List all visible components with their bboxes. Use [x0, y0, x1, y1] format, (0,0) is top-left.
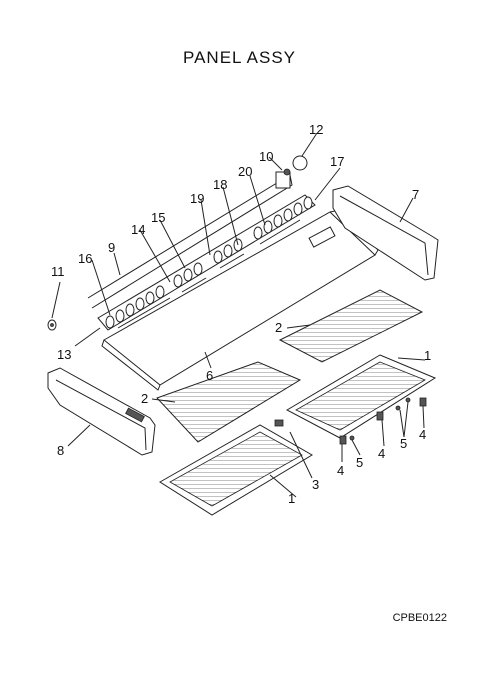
diagram-title: PANEL ASSY — [183, 48, 296, 67]
callout-15: 15 — [151, 210, 165, 225]
callout-7: 7 — [412, 187, 419, 202]
grille-right — [285, 354, 437, 439]
callout-5-b: 5 — [400, 436, 407, 451]
callout-3: 3 — [312, 477, 319, 492]
callout-1-right: 1 — [424, 348, 431, 363]
callout-4-c: 4 — [419, 427, 426, 442]
callout-18: 18 — [213, 177, 227, 192]
grille-left — [159, 424, 313, 516]
leader-lines — [51, 132, 426, 498]
louver-bar-part — [87, 174, 316, 331]
callout-11: 11 — [51, 264, 65, 279]
motor-part — [275, 155, 308, 189]
callout-12: 12 — [309, 122, 323, 137]
side-cover-left — [47, 367, 156, 456]
callout-13: 13 — [57, 347, 71, 362]
callout-10: 10 — [259, 149, 273, 164]
main-panel-part — [101, 209, 379, 391]
callout-19: 19 — [190, 191, 204, 206]
part-11-clip — [47, 319, 57, 331]
louver-row — [105, 196, 313, 329]
callout-14: 14 — [131, 222, 145, 237]
callout-9: 9 — [108, 240, 115, 255]
callout-20: 20 — [238, 164, 252, 179]
filter-upper — [278, 289, 424, 363]
document-code: CPBE0122 — [392, 612, 447, 624]
side-cover-right — [332, 185, 439, 281]
callout-4-a: 4 — [337, 463, 344, 478]
callout-4-b: 4 — [378, 446, 385, 461]
callout-8: 8 — [57, 443, 64, 458]
callout-labels: 1 1 2 2 3 4 4 4 5 5 6 7 8 9 10 11 12 13 … — [51, 122, 431, 506]
hinge-parts — [274, 397, 427, 445]
callout-17: 17 — [330, 154, 344, 169]
callout-1-left: 1 — [288, 491, 295, 506]
callout-6: 6 — [206, 368, 213, 383]
callout-2-lower: 2 — [141, 391, 148, 406]
callout-5-a: 5 — [356, 455, 363, 470]
filter-lower — [156, 361, 302, 443]
callout-16: 16 — [78, 251, 92, 266]
callout-2-upper: 2 — [275, 320, 282, 335]
